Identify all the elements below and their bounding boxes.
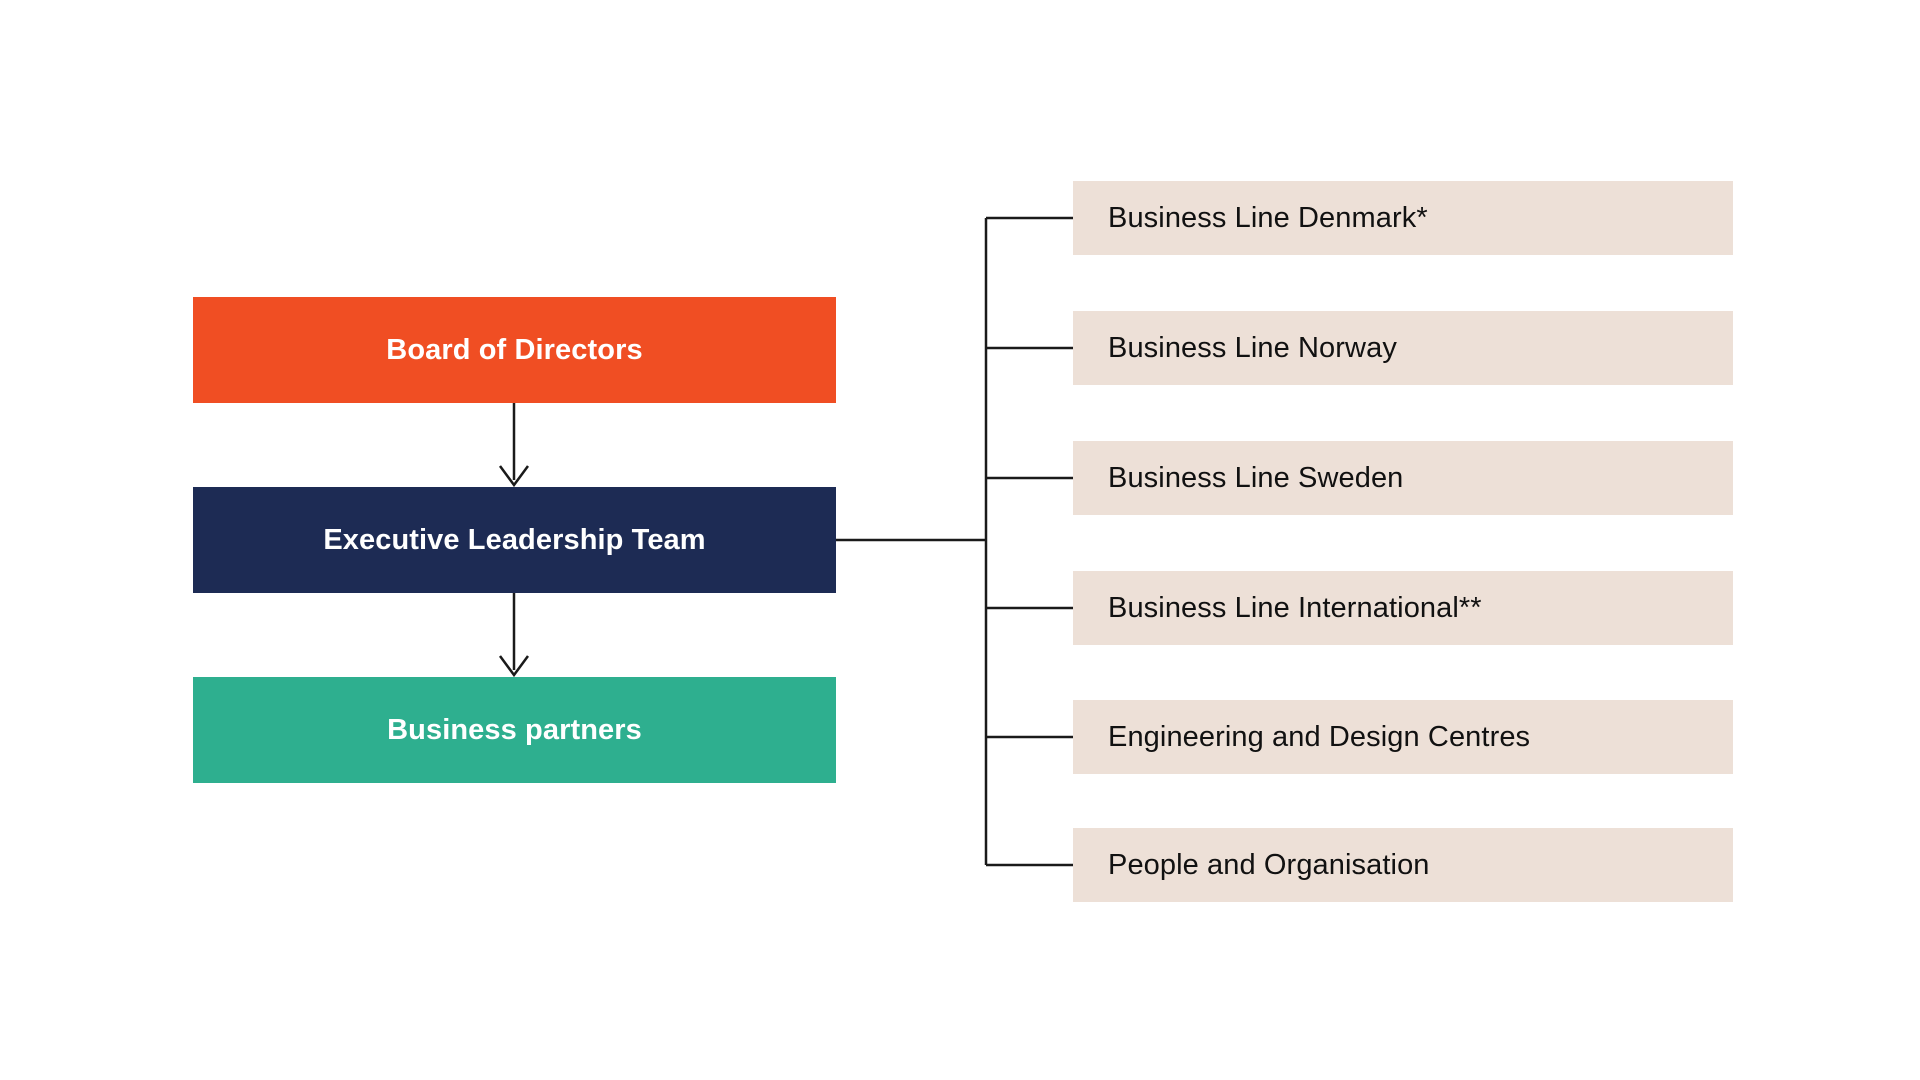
- node-business-line-norway-label: Business Line Norway: [1108, 331, 1397, 364]
- node-business-line-sweden-label: Business Line Sweden: [1108, 461, 1404, 494]
- node-business-line-sweden[interactable]: Business Line Sweden: [1073, 441, 1733, 515]
- node-engineering-and-design-centres[interactable]: Engineering and Design Centres: [1073, 700, 1733, 774]
- node-executive-leadership-team-label: Executive Leadership Team: [323, 523, 706, 556]
- node-people-and-organisation[interactable]: People and Organisation: [1073, 828, 1733, 902]
- node-people-and-organisation-label: People and Organisation: [1108, 848, 1430, 881]
- node-board-of-directors[interactable]: Board of Directors: [193, 297, 836, 403]
- node-board-of-directors-label: Board of Directors: [386, 333, 643, 366]
- node-business-line-denmark-label: Business Line Denmark*: [1108, 201, 1428, 234]
- node-business-line-international-label: Business Line International**: [1108, 591, 1482, 624]
- node-business-line-norway[interactable]: Business Line Norway: [1073, 311, 1733, 385]
- node-executive-leadership-team[interactable]: Executive Leadership Team: [193, 487, 836, 593]
- node-business-line-denmark[interactable]: Business Line Denmark*: [1073, 181, 1733, 255]
- node-business-partners[interactable]: Business partners: [193, 677, 836, 783]
- node-business-partners-label: Business partners: [387, 713, 642, 746]
- node-business-line-international[interactable]: Business Line International**: [1073, 571, 1733, 645]
- edge-board-to-executive: [498, 403, 530, 488]
- edge-executive-to-partners: [498, 593, 530, 678]
- node-engineering-and-design-centres-label: Engineering and Design Centres: [1108, 720, 1531, 753]
